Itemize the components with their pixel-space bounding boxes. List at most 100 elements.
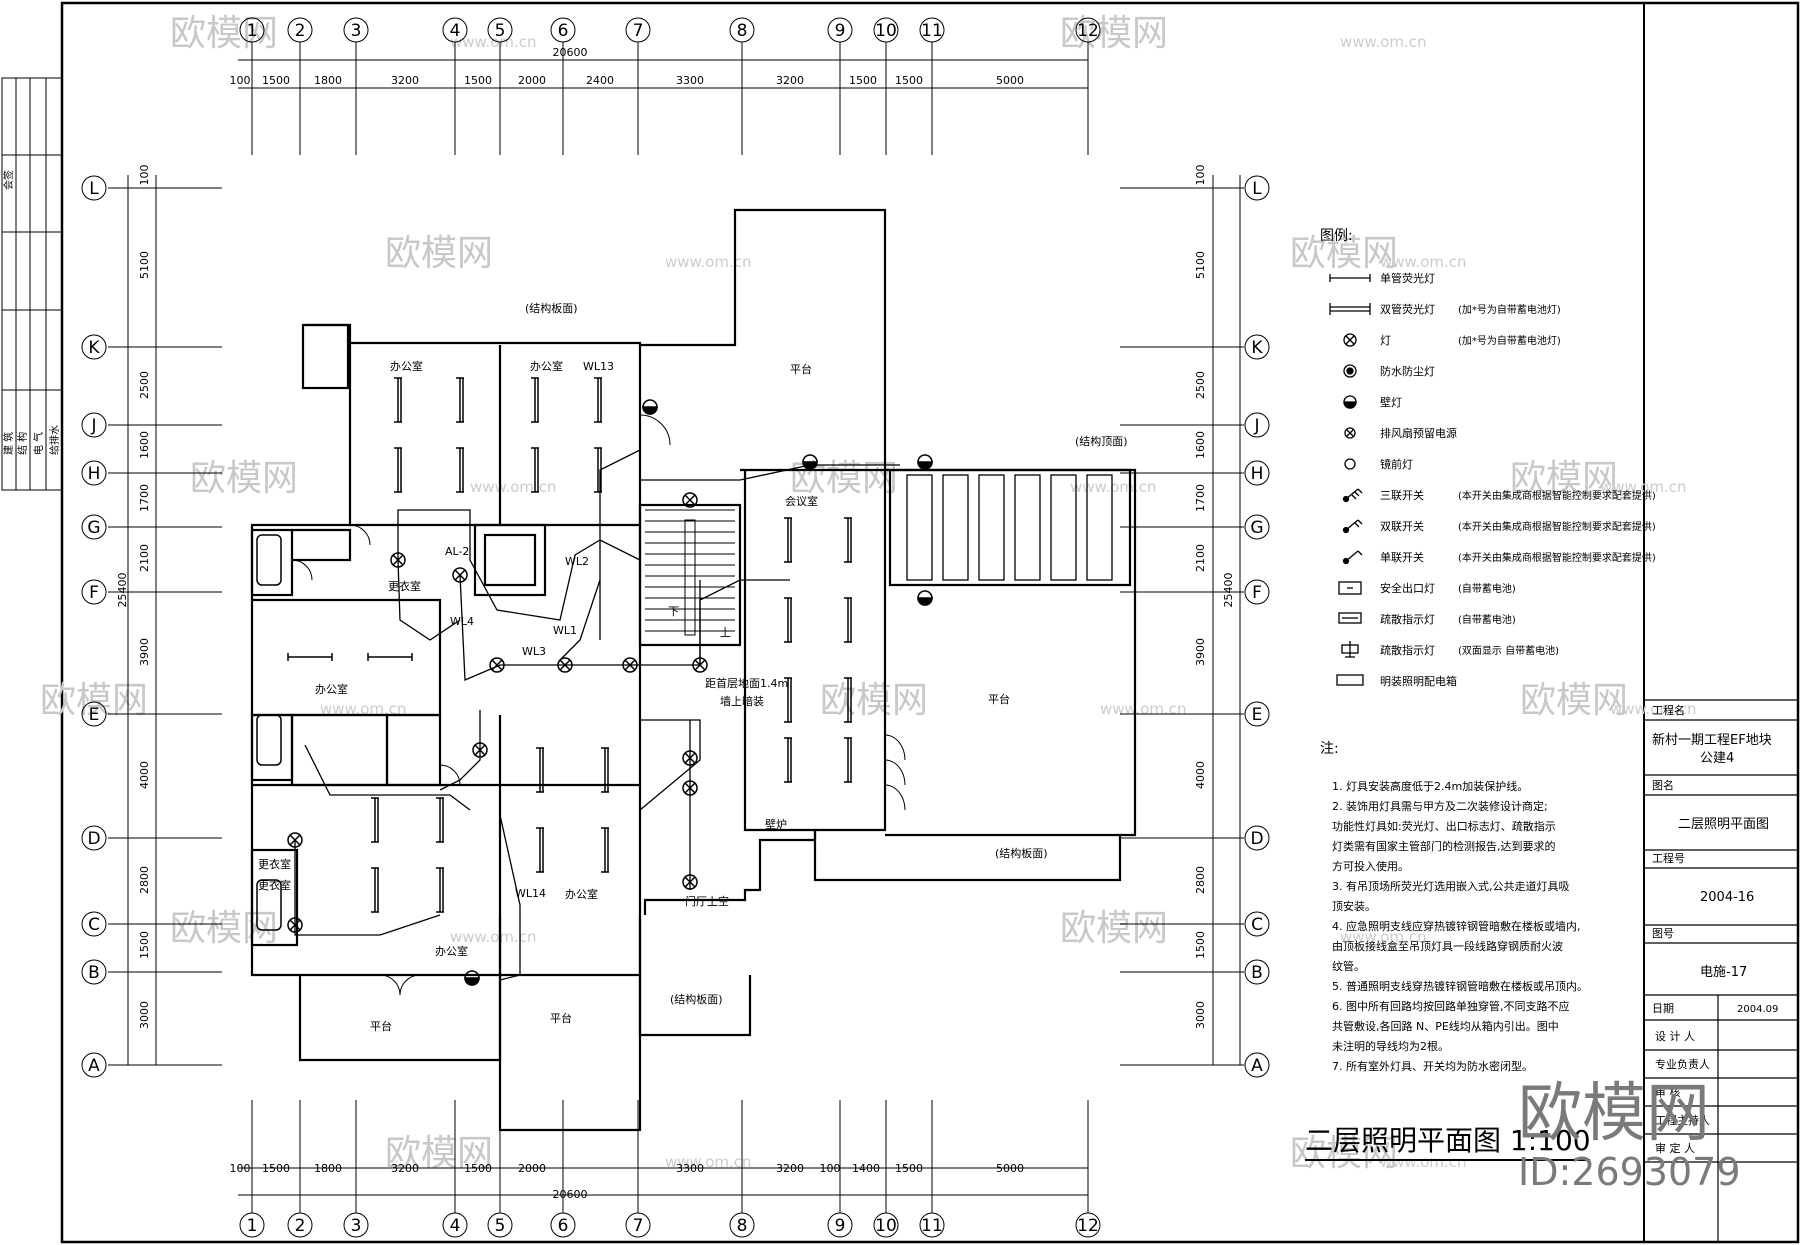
watermark-url: www.om.cn <box>665 253 752 271</box>
legend-item: 三联开关(本开关由集成商根据智能控制要求配套提供) <box>1342 488 1656 503</box>
single-tube-fluorescent <box>367 653 413 661</box>
axis-row-H-left <box>81 460 107 486</box>
watermark-url: www.om.cn <box>1100 700 1187 718</box>
double-tube-fluorescent <box>844 597 852 643</box>
double-tube-fluorescent <box>601 747 609 793</box>
title-block-text: 工程名 新村一期工程EF地块 公建4 图名 二层照明平面图 工程号 2004-1… <box>1652 703 1778 1155</box>
circuit-al2: AL-2 <box>445 545 469 558</box>
dim-bottom-5: 2000 <box>518 1162 546 1175</box>
axis-col-12-bottom <box>1075 1212 1101 1238</box>
legend-item-note: (本开关由集成商根据智能控制要求配套提供) <box>1458 551 1656 564</box>
dim-top-7: 3300 <box>676 74 704 87</box>
legend-item-name: 防水防尘灯 <box>1380 364 1435 378</box>
dim-right-10: 3000 <box>1194 1001 1207 1029</box>
notes-line: 由顶板接线盒至吊顶灯具一段线路穿钢质耐火波 <box>1332 939 1563 953</box>
legend-item: 单联开关(本开关由集成商根据智能控制要求配套提供) <box>1342 550 1656 565</box>
dim-right-9: 1500 <box>1194 931 1207 959</box>
axis-col-8-top <box>729 17 755 43</box>
legend-item: 排风扇预留电源 <box>1344 426 1457 440</box>
axis-row-B-right <box>1244 959 1270 985</box>
legend-item-name: 排风扇预留电源 <box>1380 426 1457 440</box>
axis-row-E-right-label: E <box>1252 705 1263 725</box>
dim-top-5: 2000 <box>518 74 546 87</box>
double-tube-fluorescent <box>531 377 539 423</box>
legend-item-note: (本开关由集成商根据智能控制要求配套提供) <box>1458 489 1656 502</box>
double-tube-fluorescent <box>394 447 402 493</box>
axis-col-9-bottom <box>827 1212 853 1238</box>
axis-col-3-bottom <box>343 1212 369 1238</box>
legend-item-name: 双联开关 <box>1380 519 1424 533</box>
legend-item: 单管荧光灯 <box>1329 271 1435 285</box>
axis-row-F-left <box>81 579 107 605</box>
lamp <box>682 492 698 508</box>
wiring <box>294 449 900 981</box>
axis-row-C-left-label: C <box>88 915 100 935</box>
dim-top-11: 5000 <box>996 74 1024 87</box>
tb-project-label: 工程名 <box>1652 703 1685 717</box>
dim-left-4: 1700 <box>138 484 151 512</box>
axis-row-F-right <box>1244 579 1270 605</box>
tb-project-no-label: 工程号 <box>1652 852 1685 865</box>
room-platform-top: 平台 <box>790 362 812 376</box>
dim-bottom-8: 100 <box>820 1162 841 1175</box>
exit-light-icon <box>1338 581 1362 595</box>
circuit-wl13: WL13 <box>583 360 614 373</box>
notes-line: 5. 普通照明支线穿热镀锌钢管暗敷在楼板或吊顶内。 <box>1332 979 1588 993</box>
axis-col-10-bottom <box>873 1212 899 1238</box>
double-tube-fluorescent <box>784 597 792 643</box>
tb-drawing-no: 电施-17 <box>1700 965 1747 980</box>
axis-col-5-top-label: 5 <box>495 21 506 41</box>
label-slab-mid: (结构板面) <box>995 846 1048 860</box>
axis-col-6-bottom <box>550 1212 576 1238</box>
dim-bottom-9: 1400 <box>852 1162 880 1175</box>
watermark-url: www.om.cn <box>1070 478 1157 496</box>
double-switch-icon <box>1342 519 1363 534</box>
stair-down: 下 <box>668 605 679 618</box>
axis-col-9-top-label: 9 <box>835 21 846 41</box>
axis-row-C-right <box>1244 911 1270 937</box>
axis-col-9-top <box>827 17 853 43</box>
note-wall-concealed: 墙上暗装 <box>720 694 764 708</box>
room-office-1: 办公室 <box>390 359 423 373</box>
circuit-wl4: WL4 <box>450 615 474 628</box>
double-tube-fluorescent <box>784 517 792 563</box>
tb-sign-designer: 设 计 人 <box>1655 1030 1695 1043</box>
axis-col-8-bottom-label: 8 <box>737 1216 748 1236</box>
axis-row-B-right-label: B <box>1251 963 1263 983</box>
axis-col-1-top-label: 1 <box>247 21 258 41</box>
notes-block: 注: 1. 灯具安装高度低于2.4m加装保护线。2. 装饰用灯具需与甲方及二次装… <box>1320 741 1588 1073</box>
room-changing-2: 更衣室 <box>258 857 291 871</box>
axis-col-4-bottom-label: 4 <box>450 1216 461 1236</box>
tb-sign-approve: 审 定 人 <box>1655 1141 1695 1155</box>
wall-lamp-icon <box>1343 395 1357 409</box>
room-changing-3: 更衣室 <box>258 878 291 892</box>
axis-col-3-top-label: 3 <box>351 21 362 41</box>
notes-line: 顶安装。 <box>1332 899 1376 913</box>
dim-left-5: 2100 <box>138 544 151 572</box>
axis-col-8-top-label: 8 <box>737 21 748 41</box>
double-tube-fluorescent <box>844 737 852 783</box>
watermark-brand: 欧模网 <box>1060 13 1168 54</box>
dim-total-right: 25400 <box>1222 573 1235 608</box>
waterproof-lamp-icon <box>1343 364 1357 378</box>
legend-item-note: (加*号为自带蓄电池灯) <box>1458 303 1561 316</box>
watermark-url: www.om.cn <box>450 928 537 946</box>
dim-right-1: 5100 <box>1194 251 1207 279</box>
axis-col-1-bottom-label: 1 <box>247 1216 258 1236</box>
axis-row-K-right <box>1244 334 1270 360</box>
dim-total-bottom: 20600 <box>553 1188 588 1201</box>
wall-lamp <box>464 970 480 986</box>
bathtub <box>256 879 282 931</box>
watermark-url: www.om.cn <box>1380 1153 1467 1171</box>
axis-row-A-left-label: A <box>88 1056 100 1076</box>
dim-left-2: 2500 <box>138 371 151 399</box>
legend-item-name: 双管荧光灯 <box>1380 302 1435 316</box>
legend-item: 镜前灯 <box>1344 457 1413 471</box>
axis-row-K-right-label: K <box>1251 338 1263 358</box>
axis-col-8-bottom <box>729 1212 755 1238</box>
axis-col-6-top-label: 6 <box>558 21 569 41</box>
legend-item: 壁灯 <box>1343 395 1402 409</box>
